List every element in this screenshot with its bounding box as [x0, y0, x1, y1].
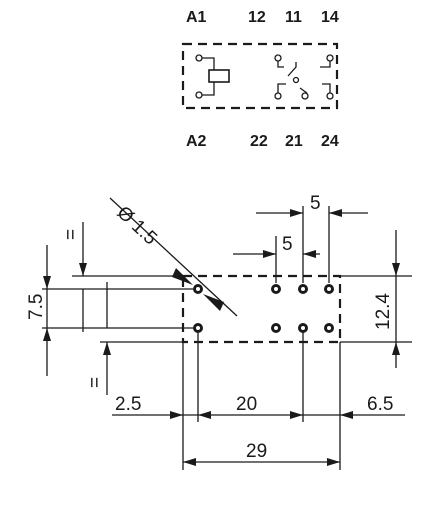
footprint-outline — [181, 274, 342, 344]
margin-left-label: 2.5 — [115, 394, 141, 415]
hole-a1 — [193, 284, 203, 294]
pin-label-21: 21 — [285, 133, 303, 150]
pin-label-22: 22 — [250, 133, 268, 150]
pin-labels-top: A1 12 11 14 — [186, 9, 339, 26]
contact-set-2 — [274, 83, 334, 100]
row-spacing-dimension: 7.5 — [26, 245, 193, 376]
equal-spacing-marks: = = — [61, 222, 183, 395]
pcb-holes — [193, 284, 334, 333]
coil-box — [208, 69, 230, 83]
pin-label-a2: A2 — [186, 133, 207, 150]
horizontal-dimensions: 2.5 20 6.5 29 — [112, 332, 405, 470]
overall-width-label: 29 — [246, 441, 267, 462]
terminal-a2 — [195, 91, 203, 99]
hole-diameter-label: Ø 1.5 — [113, 202, 161, 249]
terminal-a1 — [195, 54, 203, 62]
row-spacing-label: 7.5 — [26, 294, 47, 320]
terminal-24 — [326, 92, 334, 100]
terminal-21 — [301, 92, 309, 100]
hole-14 — [324, 284, 334, 294]
hole-21 — [298, 323, 308, 333]
terminal-12 — [274, 54, 282, 62]
terminal-11 — [292, 76, 300, 84]
relay-housing-outline — [181, 42, 339, 110]
pitch-dimension-middle: 5 — [233, 206, 330, 283]
hole-22 — [271, 323, 281, 333]
pin-label-24: 24 — [321, 133, 339, 150]
hole-24 — [324, 323, 334, 333]
pitch-middle-label: 5 — [282, 234, 293, 255]
margin-right-label: 6.5 — [367, 394, 393, 415]
pitch-top-label: 5 — [310, 193, 321, 214]
equal-mark-top: = — [61, 229, 82, 240]
pin-label-a1: A1 — [186, 9, 207, 26]
pin-label-12: 12 — [248, 9, 266, 26]
pin-labels-bottom: A2 22 21 24 — [186, 133, 339, 150]
hole-12 — [271, 284, 281, 294]
coil-symbol — [195, 54, 230, 99]
coil-to-contact-label: 20 — [236, 394, 257, 415]
equal-mark-bottom: = — [85, 377, 106, 388]
pin-label-11: 11 — [285, 9, 302, 26]
contact-set-1 — [274, 54, 334, 84]
hole-11 — [298, 284, 308, 294]
pitch-dimension-top: 5 — [256, 193, 368, 283]
hole-diameter-dimension: Ø 1.5 — [109, 197, 238, 317]
pin-label-14: 14 — [321, 9, 339, 26]
terminal-22 — [274, 92, 282, 100]
height-label: 12.4 — [373, 293, 394, 330]
terminal-14 — [326, 54, 334, 62]
hole-a2 — [193, 323, 203, 333]
height-dimension: 12.4 — [340, 230, 412, 368]
